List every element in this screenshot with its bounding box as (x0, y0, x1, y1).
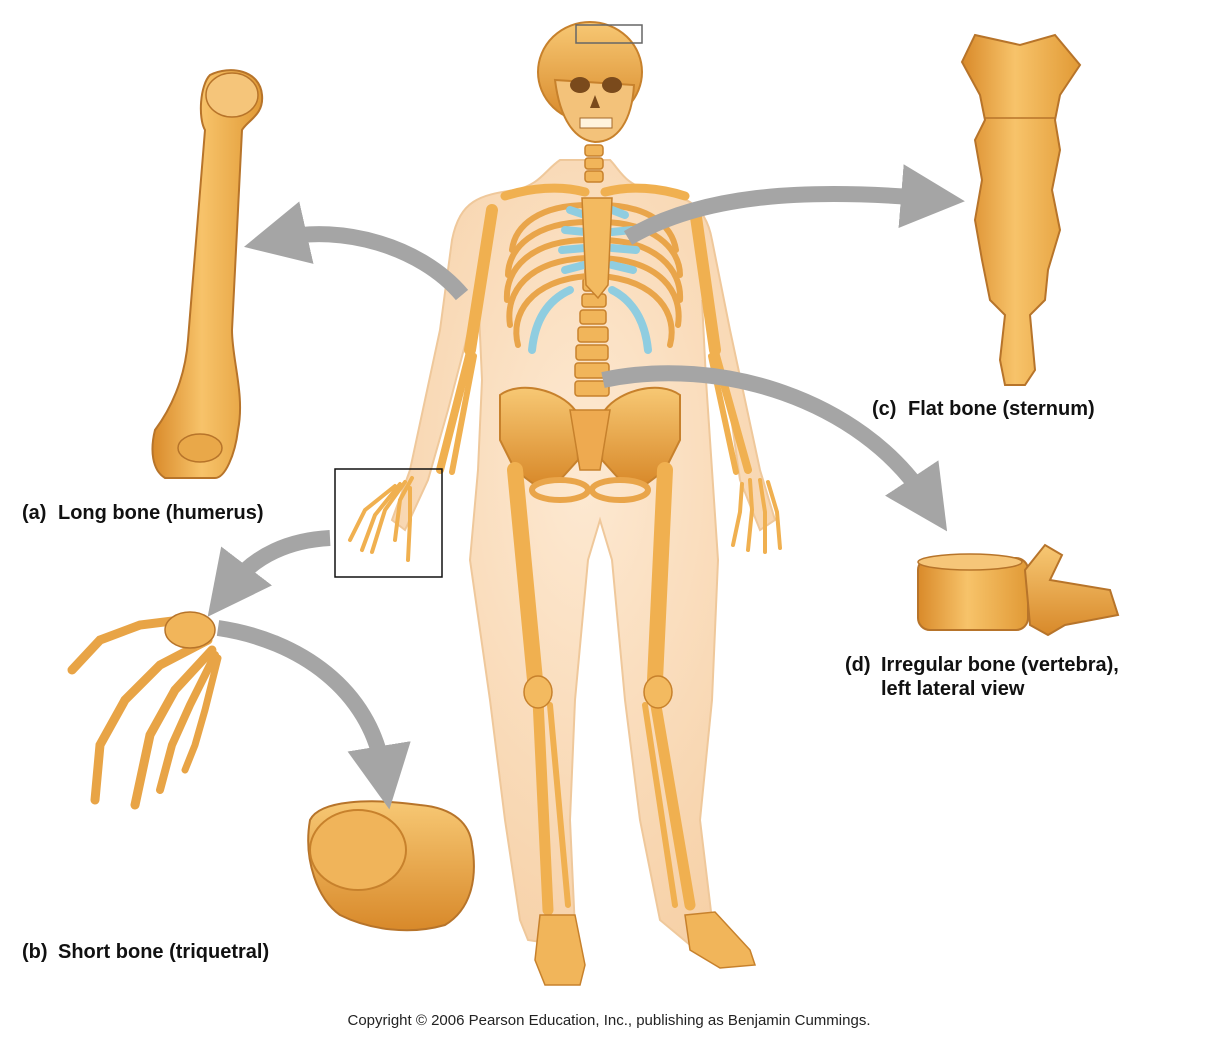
label-tag-c: (c) (872, 398, 897, 420)
label-tag-b: (b) (22, 941, 48, 963)
arrows (207, 164, 965, 810)
hand-in-body (348, 476, 414, 562)
label-text-d-line2: left lateral view (881, 678, 1025, 700)
kneecaps (523, 675, 673, 709)
triquetral (307, 800, 475, 932)
humerus (151, 69, 264, 479)
legs (507, 462, 696, 916)
skull (537, 21, 643, 144)
hand-bones (67, 611, 222, 810)
label-text-c: Flat bone (sternum) (908, 398, 1095, 420)
arrow-to-humerus (243, 201, 469, 301)
arrow-to-sternum (623, 164, 965, 245)
label-short-bone: (b) Short bone (triquetral) (22, 940, 269, 964)
rib-cage (503, 202, 684, 348)
costal-cartilage (528, 206, 652, 354)
label-text-a: Long bone (humerus) (58, 502, 264, 524)
label-text-b: Short bone (triquetral) (58, 941, 270, 963)
hand-highlight-box (334, 468, 443, 578)
arrow-to-triquetral (216, 620, 411, 810)
label-long-bone: (a) Long bone (humerus) (22, 501, 264, 525)
feet (534, 911, 757, 986)
label-tag-a: (a) (22, 502, 47, 524)
right-hand-in-body (731, 478, 782, 554)
arrow-to-vertebra (601, 365, 948, 532)
sternum (960, 33, 1082, 386)
pelvis (499, 386, 681, 503)
arrow-to-hand (207, 530, 331, 617)
label-flat-bone: (c) Flat bone (sternum) (872, 397, 1095, 421)
label-tag-d: (d) (845, 654, 871, 676)
copyright-notice: Copyright © 2006 Pearson Education, Inc.… (347, 1012, 871, 1029)
label-irregular-bone: (d) Irregular bone (vertebra), left later… (845, 653, 1119, 701)
sternum-in-body (581, 197, 613, 300)
vertebra (917, 543, 1120, 637)
label-text-d-line1: Irregular bone (vertebra), (881, 654, 1119, 676)
clavicles (500, 183, 690, 201)
